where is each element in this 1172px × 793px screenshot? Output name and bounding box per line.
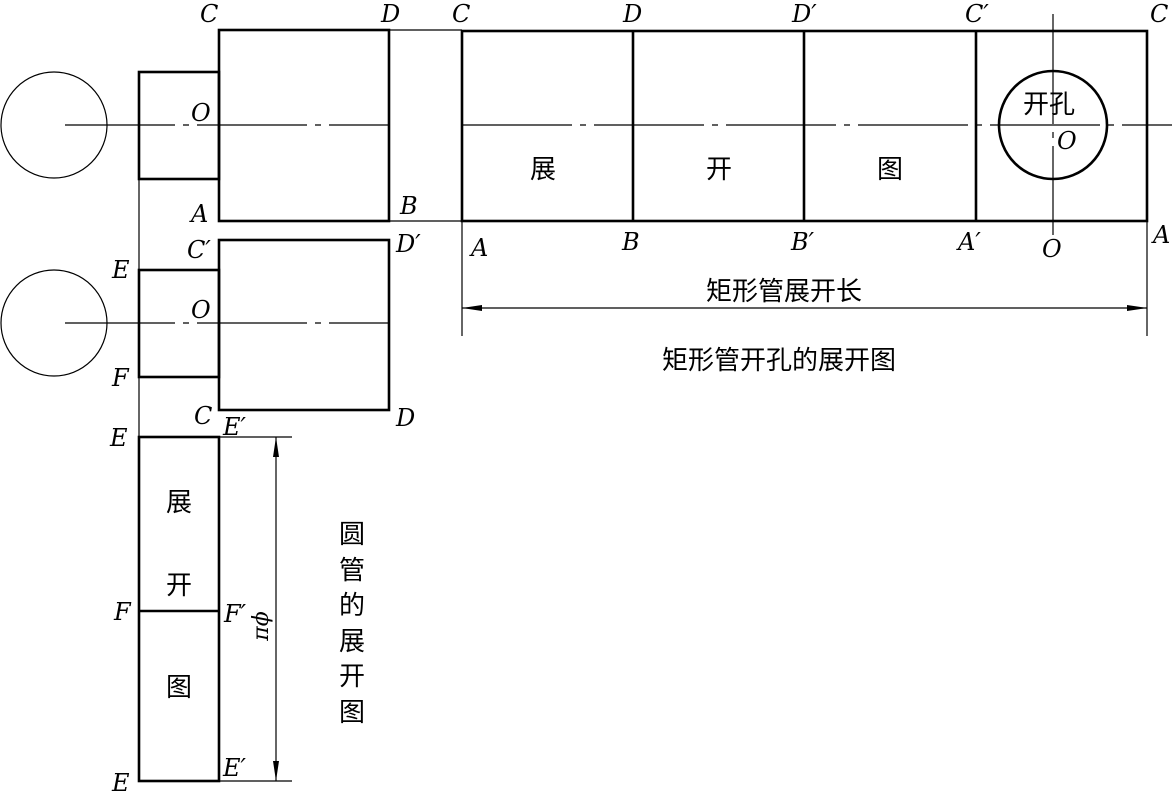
panel-text-3: 图 xyxy=(877,155,903,185)
round-caption-char-3: 的 xyxy=(339,591,365,621)
label-E-left: E xyxy=(111,256,130,284)
label-A-prime-dev: A′ xyxy=(956,228,981,256)
panel-text-1: 展 xyxy=(530,155,556,185)
label-B-left: B xyxy=(399,192,418,220)
label-O-hole-center: O xyxy=(1057,127,1077,155)
label-C-prime-dev: C′ xyxy=(965,0,989,28)
round-caption-char-4: 展 xyxy=(339,627,365,657)
label-B-prime-dev: B′ xyxy=(790,228,815,256)
label-E-dev-bottom: E xyxy=(111,769,130,793)
label-E-dev-top: E xyxy=(109,424,128,452)
label-F-left: F xyxy=(111,364,130,392)
round-caption-char-5: 开 xyxy=(339,662,365,692)
round-panel-text-2: 开 xyxy=(166,571,192,601)
label-D-top-left: D xyxy=(380,0,400,28)
panel-text-2: 开 xyxy=(706,155,732,185)
round-panel-text-3: 图 xyxy=(166,673,192,703)
label-A-left: A xyxy=(189,200,208,228)
length-label: 矩形管展开长 xyxy=(706,277,862,307)
round-caption-char-6: 图 xyxy=(339,698,365,728)
round-panel-text-1: 展 xyxy=(166,488,192,518)
rect-development-caption: 矩形管开孔的展开图 xyxy=(662,346,896,376)
label-C-prime-left: C′ xyxy=(187,236,211,264)
label-C-dev-start: C xyxy=(452,0,470,28)
label-O-hole-bottom: O xyxy=(1042,235,1062,263)
label-E-prime-dev-top: E′ xyxy=(222,413,247,441)
label-B-dev: B xyxy=(621,228,640,256)
label-F-prime-dev: F′ xyxy=(223,600,247,628)
label-C-dev-end: C xyxy=(1150,0,1168,28)
label-D-prime-left: D′ xyxy=(395,230,421,258)
label-D-dev: D xyxy=(622,0,642,28)
round-caption-char-1: 圆 xyxy=(339,520,365,550)
round-caption-char-2: 管 xyxy=(339,556,365,586)
label-O-lower: O xyxy=(191,296,211,324)
round-pipe-development xyxy=(137,435,221,783)
label-C-top-left: C xyxy=(200,0,218,28)
label-A-dev-end: A xyxy=(1151,221,1170,249)
label-F-dev: F xyxy=(113,598,132,626)
label-D-lower: D xyxy=(395,404,415,432)
lower-rect-pipe-view xyxy=(217,238,391,412)
label-O-upper: O xyxy=(191,99,211,127)
hole-label: 开孔 xyxy=(1023,90,1075,120)
label-A-dev-start: A xyxy=(469,234,488,262)
label-D-prime-dev: D′ xyxy=(791,0,817,28)
label-E-prime-dev-bottom: E′ xyxy=(222,754,247,782)
circumference-label: πϕ xyxy=(249,611,274,641)
label-C-lower: C xyxy=(194,402,212,430)
